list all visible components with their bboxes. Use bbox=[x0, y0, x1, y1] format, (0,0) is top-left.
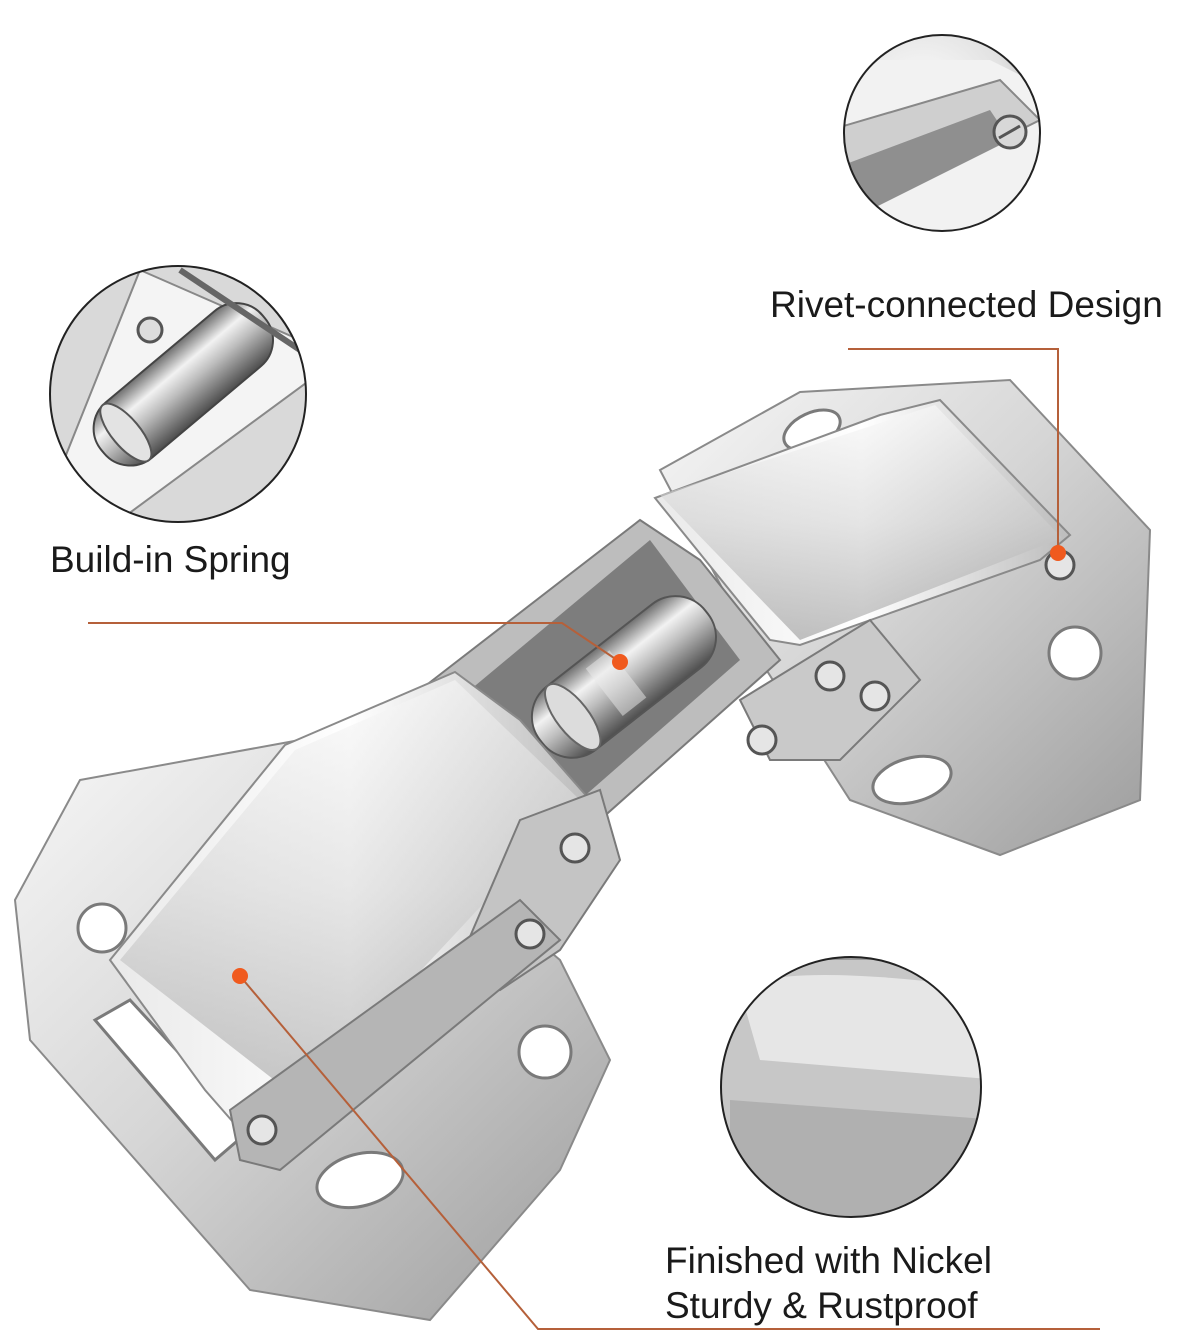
nickel-callout-line2: Sturdy & Rustproof bbox=[665, 1285, 978, 1327]
rivet bbox=[559, 832, 591, 864]
rivet-closeup-icon bbox=[843, 34, 1041, 232]
rivet bbox=[814, 660, 846, 692]
rivet bbox=[859, 680, 891, 712]
rivet-callout-dot bbox=[1050, 545, 1066, 561]
rivet-leader-line bbox=[848, 348, 1059, 553]
lower-bracket bbox=[228, 898, 562, 1172]
mounting-hole bbox=[1047, 625, 1103, 681]
rivet-callout-label: Rivet-connected Design bbox=[770, 284, 1163, 325]
spring-callout-label: Build-in Spring bbox=[50, 539, 291, 580]
spring-callout-dot bbox=[612, 654, 628, 670]
rivet bbox=[246, 1114, 278, 1146]
nickel-callout-dot bbox=[232, 968, 248, 984]
hinge bbox=[13, 378, 1152, 1322]
nickel-finish-closeup-icon bbox=[720, 956, 982, 1218]
spring-cylinder bbox=[530, 595, 717, 759]
nickel-callout-line1: Finished with Nickel bbox=[665, 1240, 992, 1281]
spring-leader-line bbox=[88, 622, 621, 663]
rivet bbox=[746, 724, 778, 756]
mounting-hole bbox=[871, 754, 953, 806]
nickel-callout-label: Finished with Nickel Sturdy & Rustproof bbox=[665, 1238, 992, 1328]
mounting-hole bbox=[76, 902, 128, 954]
spring-closeup-icon bbox=[49, 265, 307, 523]
rivet bbox=[514, 918, 546, 950]
nickel-leader-line bbox=[239, 975, 1100, 1330]
callout-leaders bbox=[88, 348, 1100, 1330]
mounting-hole bbox=[517, 1024, 573, 1080]
